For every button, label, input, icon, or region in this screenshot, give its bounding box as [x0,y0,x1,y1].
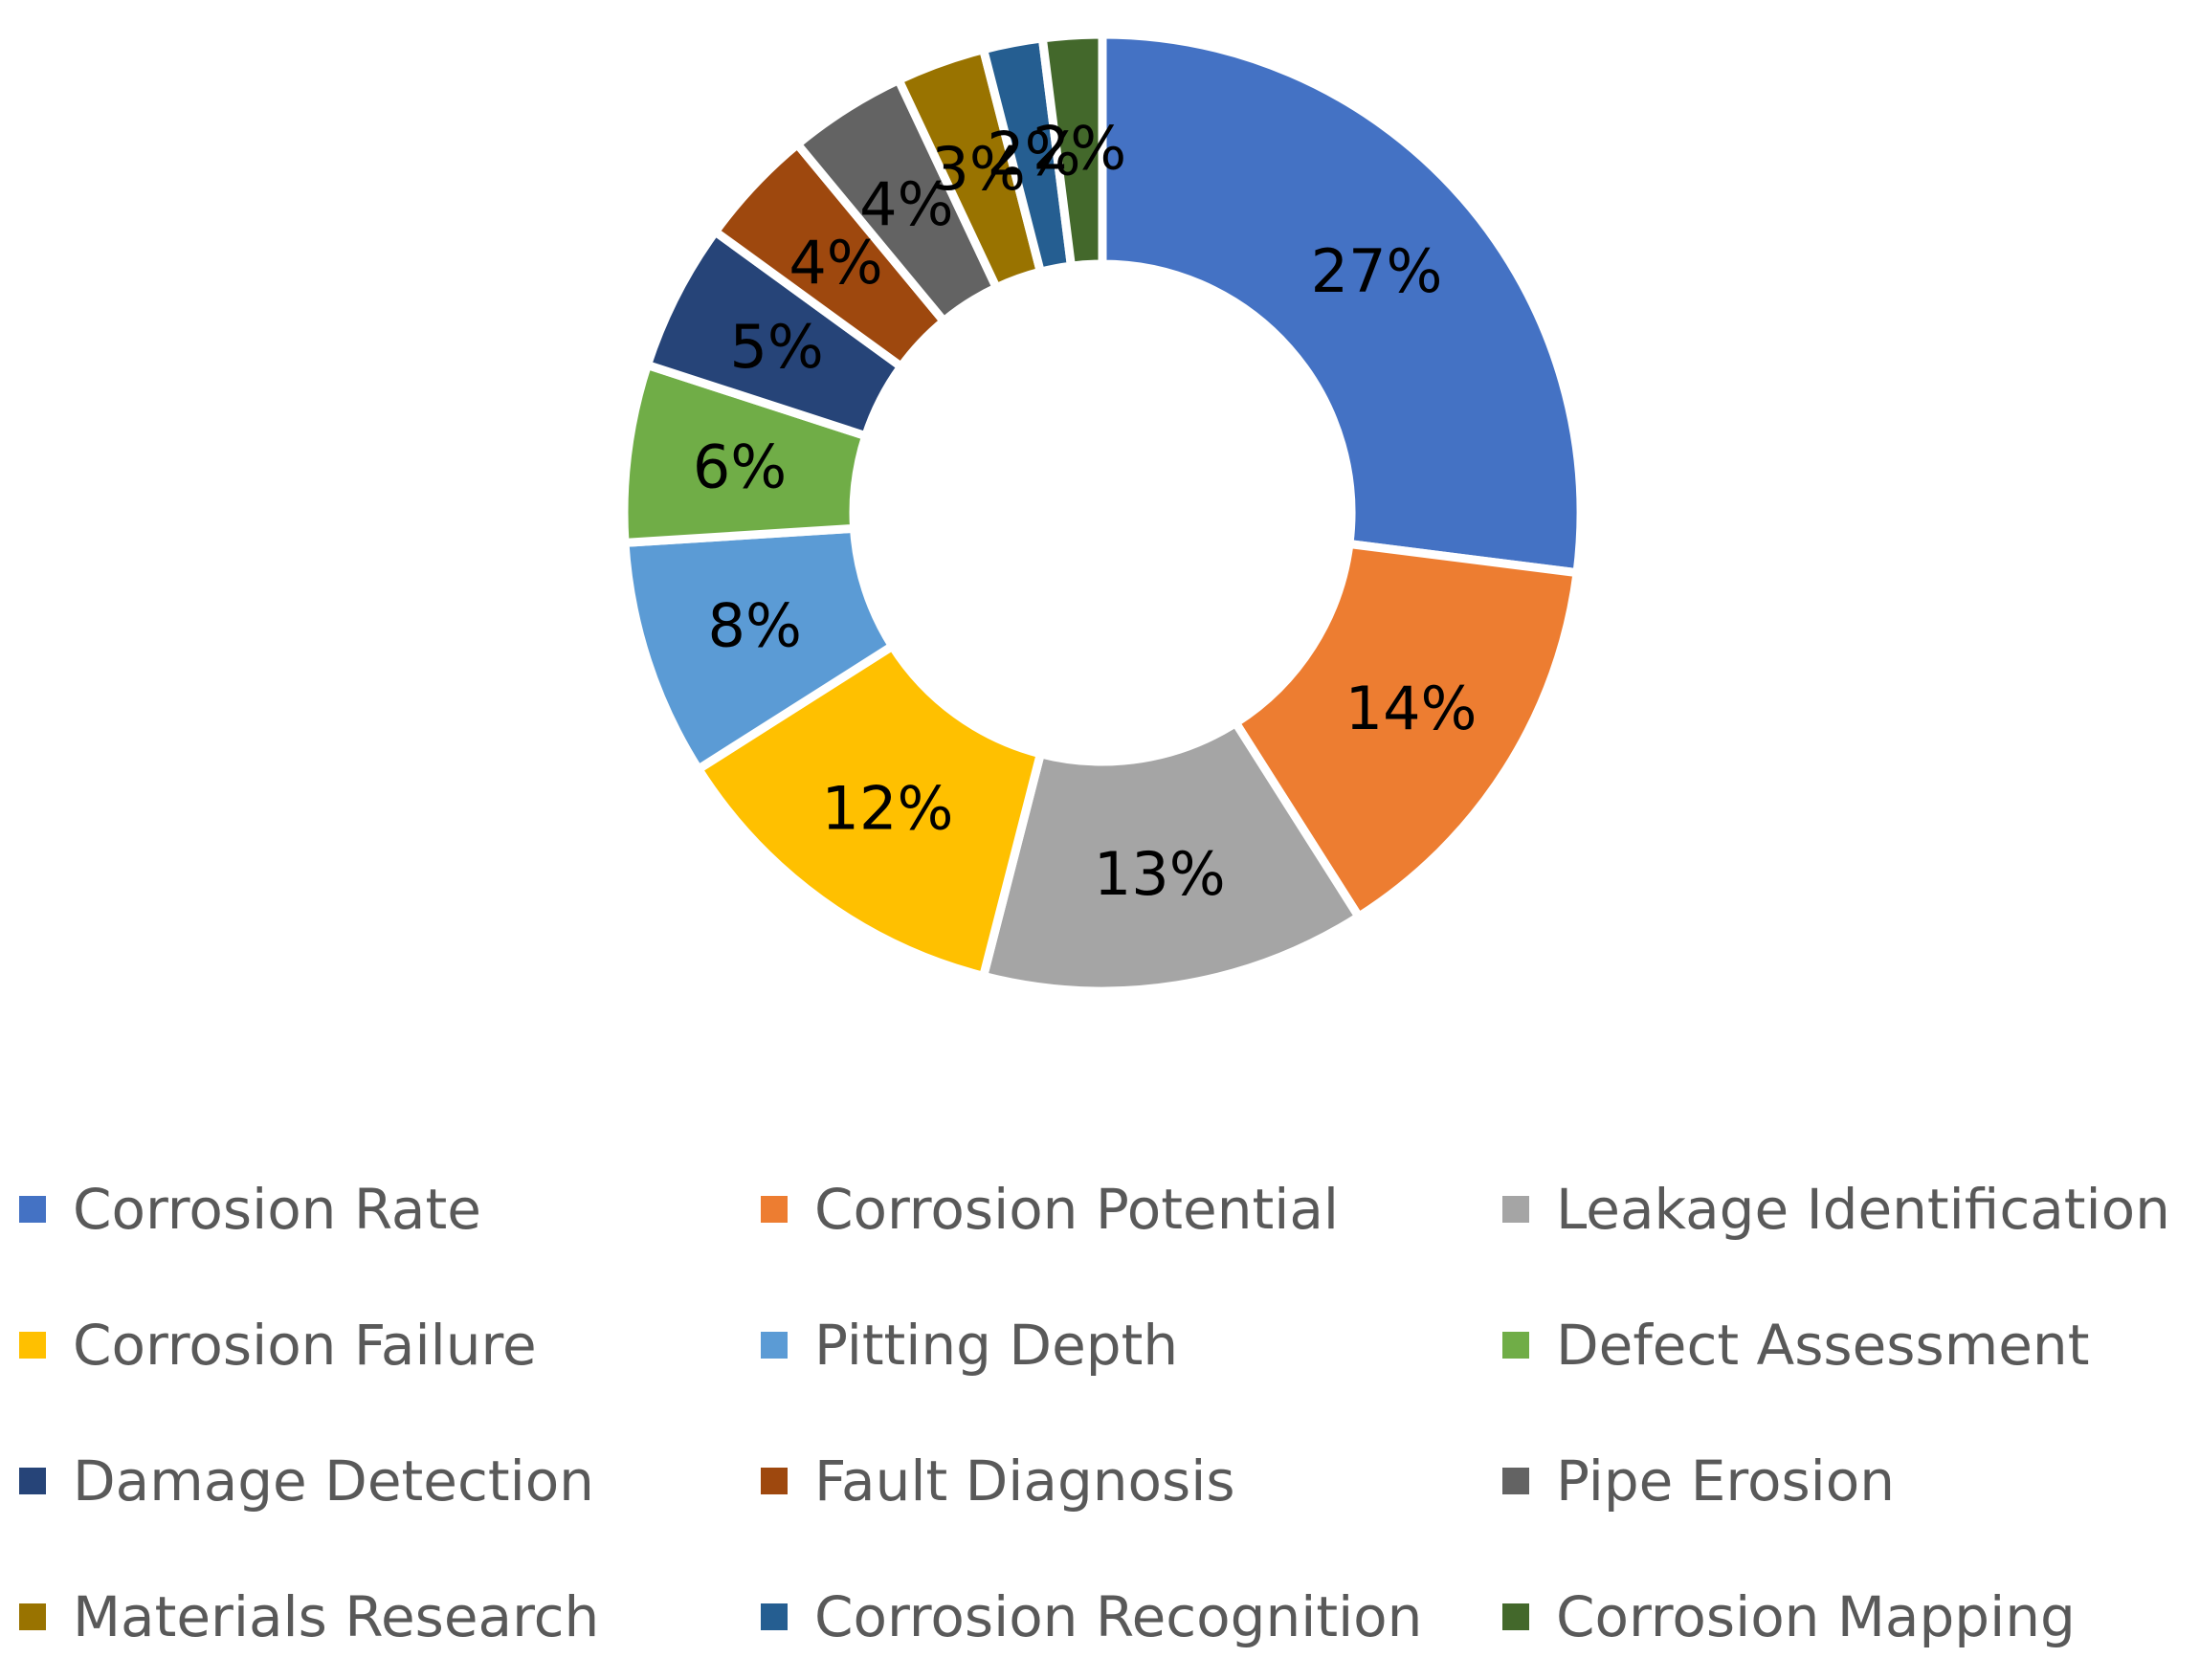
chart-legend: Corrosion Rate Corrosion Potential Leakage… [19,1177,2200,1649]
legend-swatch [761,1332,788,1359]
legend-label: Leakage Identification [1556,1177,2170,1242]
legend-item-corrosion-failure: Corrosion Failure [19,1313,761,1378]
legend-label: Materials Research [73,1584,600,1649]
legend-swatch [19,1468,46,1494]
data-label-leakage-identification: 13% [1094,839,1226,909]
data-label-corrosion-potential: 14% [1345,674,1478,743]
legend-swatch [761,1603,788,1630]
data-label-corrosion-failure: 12% [822,774,954,844]
slice-corrosion-rate [1098,30,1586,578]
legend-item-corrosion-potential: Corrosion Potential [761,1177,1502,1242]
legend-label: Corrosion Mapping [1556,1584,2076,1649]
slice-labels: 27%14%13%12%8%6%5%4%4%3%2%2% [693,113,1478,909]
data-label-pipe-erosion: 4% [859,169,953,239]
slice-leakage-identification [978,717,1366,996]
legend-label: Fault Diagnosis [814,1448,1235,1514]
legend-item-defect-assessment: Defect Assessment [1502,1313,2200,1378]
legend-item-damage-detection: Damage Detection [19,1448,761,1514]
legend-label: Pitting Depth [814,1313,1179,1378]
legend-item-pipe-erosion: Pipe Erosion [1502,1448,2200,1514]
slice-corrosion-potential [1230,539,1583,923]
legend-swatch [19,1332,46,1359]
data-label-pitting-depth: 8% [708,591,802,661]
legend-swatch [1502,1603,1529,1630]
legend-label: Corrosion Recognition [814,1584,1423,1649]
slice-corrosion-mapping [1037,30,1107,272]
legend-label: Defect Assessment [1556,1313,2090,1378]
legend-item-leakage-identification: Leakage Identification [1502,1177,2200,1242]
data-label-defect-assessment: 6% [693,432,787,502]
legend-swatch [19,1196,46,1223]
data-label-materials-research: 3% [931,134,1025,204]
legend-swatch [1502,1468,1529,1494]
data-label-corrosion-rate: 27% [1311,236,1443,306]
doughnut-slices [619,30,1586,996]
legend-item-fault-diagnosis: Fault Diagnosis [761,1448,1502,1514]
legend-label: Pipe Erosion [1556,1448,1896,1514]
slice-corrosion-failure [692,640,1046,982]
legend-swatch [1502,1332,1529,1359]
legend-item-materials-research: Materials Research [19,1584,761,1649]
legend-item-corrosion-mapping: Corrosion Mapping [1502,1584,2200,1649]
legend-item-corrosion-rate: Corrosion Rate [19,1177,761,1242]
legend-swatch [1502,1196,1529,1223]
data-label-corrosion-mapping: 2% [1033,113,1126,183]
legend-label: Corrosion Failure [73,1313,537,1378]
legend-label: Corrosion Potential [814,1177,1339,1242]
legend-swatch [761,1468,788,1494]
data-label-fault-diagnosis: 4% [789,228,882,298]
legend-item-pitting-depth: Pitting Depth [761,1313,1502,1378]
legend-swatch [761,1196,788,1223]
legend-swatch [19,1603,46,1630]
data-label-corrosion-recognition: 2% [987,119,1080,188]
legend-label: Corrosion Rate [73,1177,481,1242]
legend-label: Damage Detection [73,1448,594,1514]
data-label-damage-detection: 5% [729,312,823,382]
legend-item-corrosion-recognition: Corrosion Recognition [761,1584,1502,1649]
